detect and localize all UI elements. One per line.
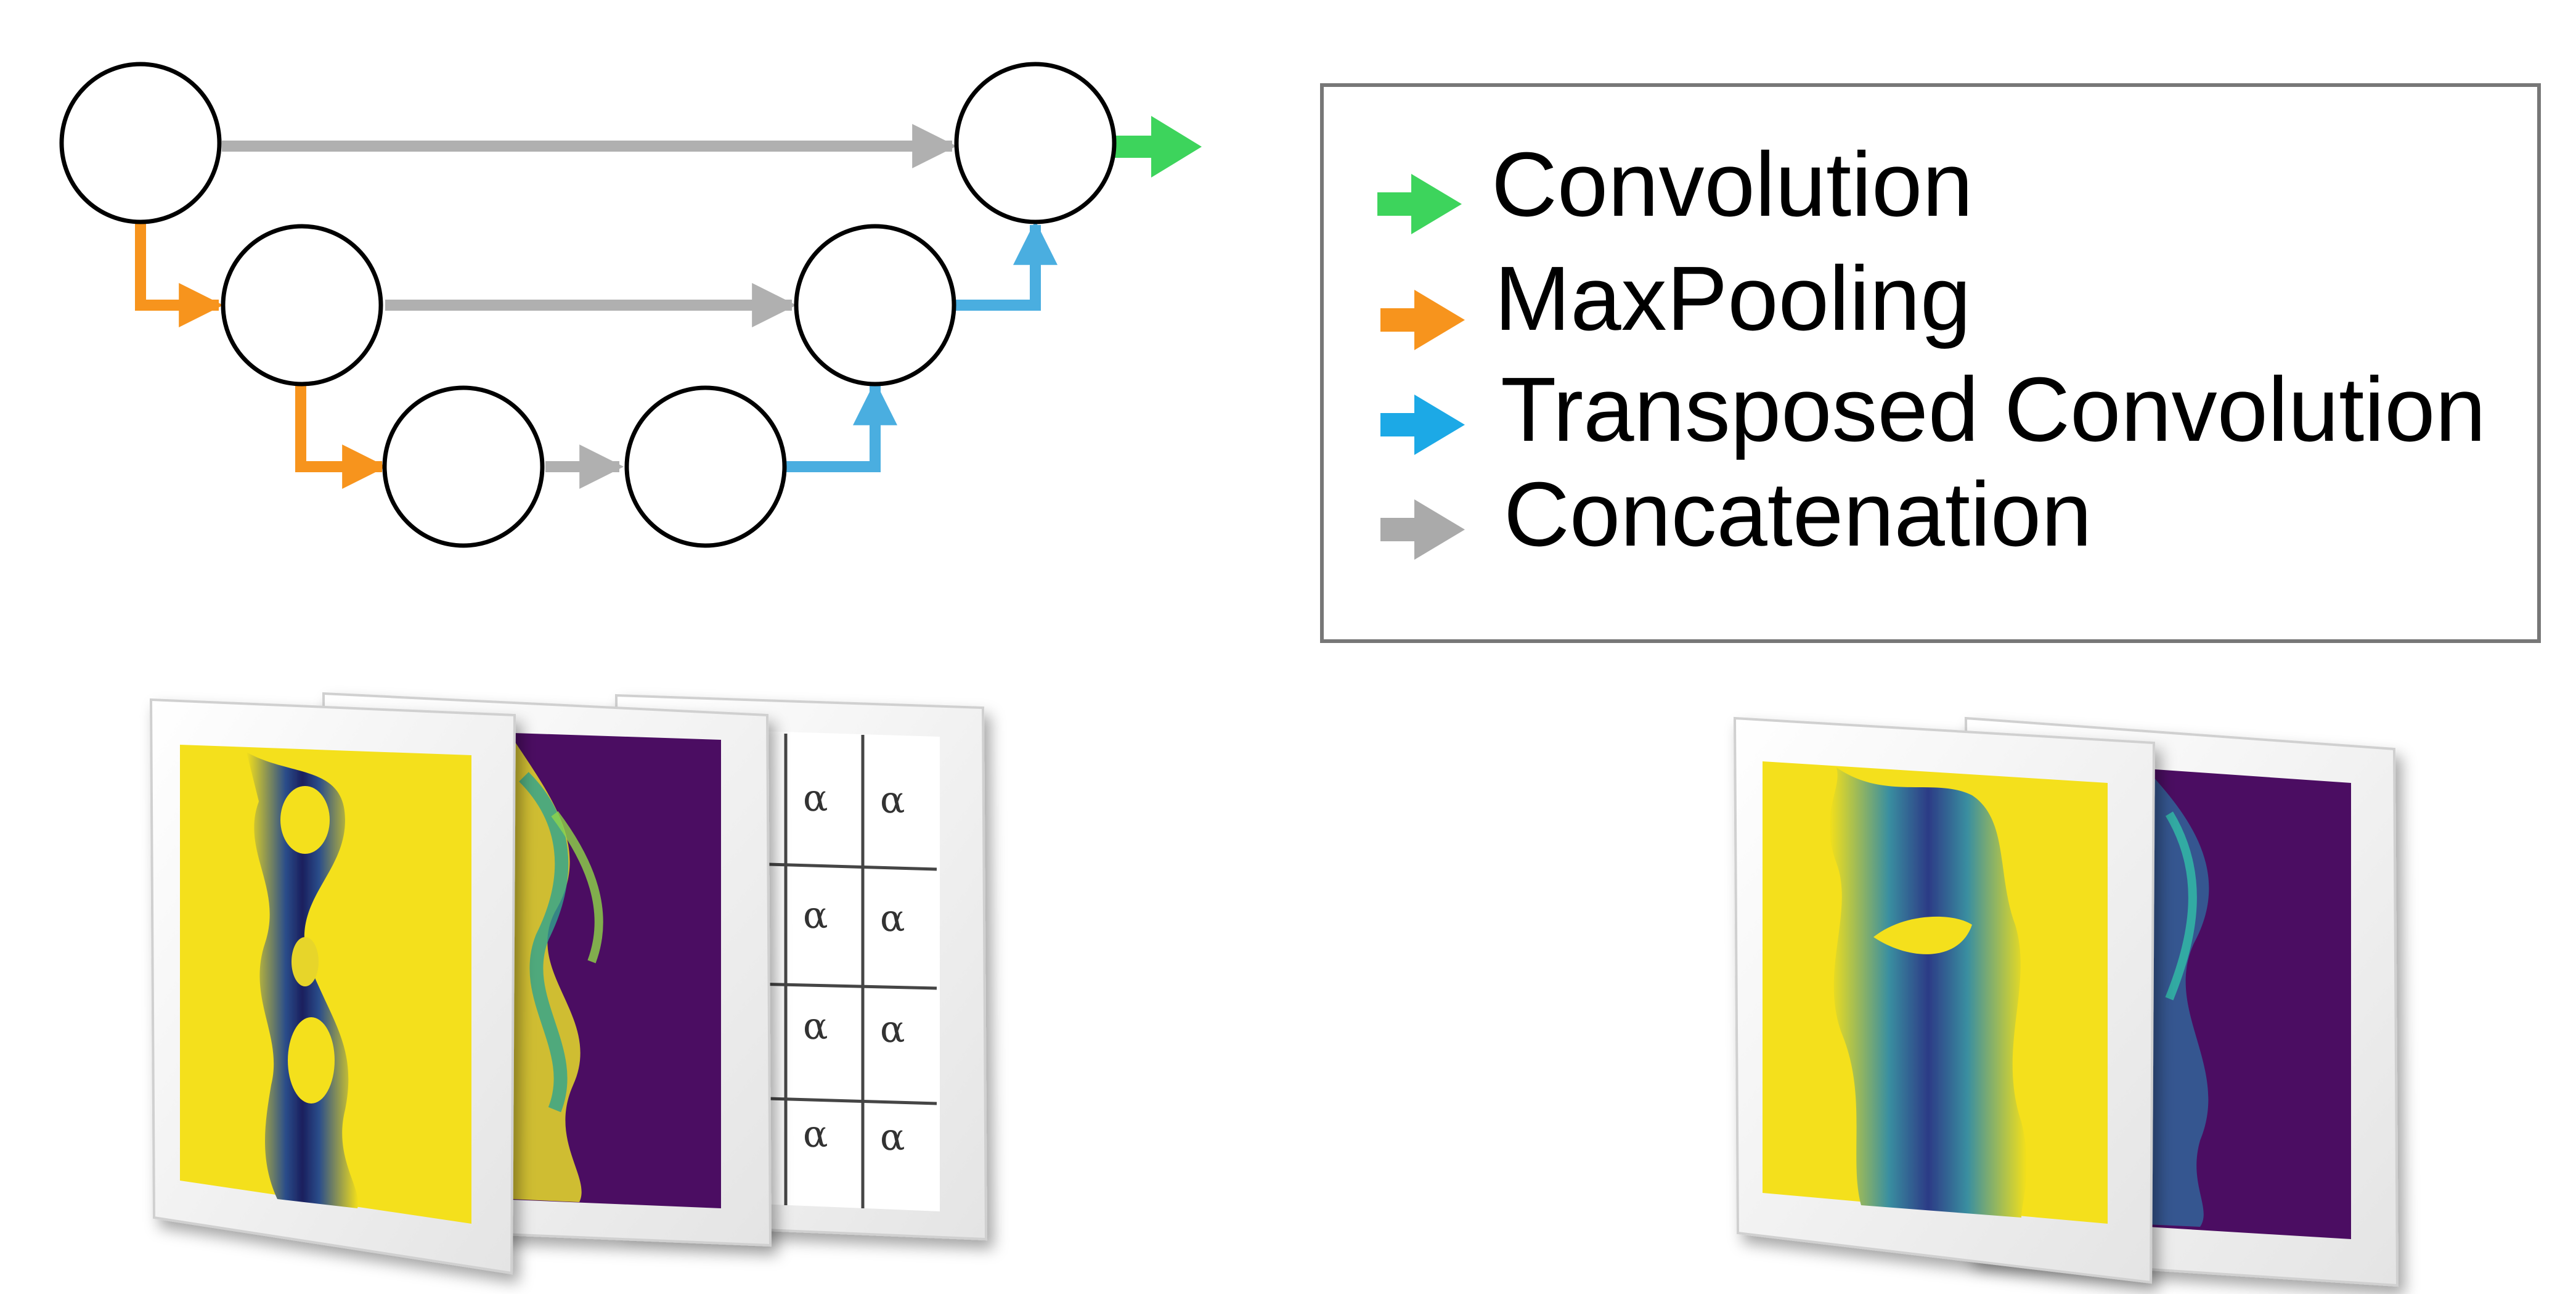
legend-item-concatenation: Concatenation: [1380, 464, 2092, 565]
alpha-cell-3a: α: [803, 1005, 828, 1048]
decoder-node-1: [954, 62, 1117, 224]
maxpool-arrow-1: [135, 222, 224, 327]
legend-item-maxpooling: MaxPooling: [1380, 248, 1971, 350]
output-stack: [1733, 716, 2399, 1287]
transposed-arrow-1: [786, 380, 897, 472]
transposed-arrow-2: [955, 220, 1058, 311]
maxpool-arrow-2: [295, 385, 387, 489]
alpha-cell-4a: α: [803, 1113, 828, 1156]
alpha-cell-4b: α: [880, 1116, 905, 1159]
encoder-node-2: [221, 224, 383, 387]
blue-arrow-icon: [1380, 395, 1465, 455]
bottleneck-node-1: [382, 385, 545, 548]
legend-label-maxpooling: MaxPooling: [1494, 248, 1971, 350]
encoder-node-1: [59, 62, 222, 224]
legend-box: [1320, 83, 2541, 643]
legend-label-convolution: Convolution: [1491, 134, 1973, 235]
alpha-cell-1b: α: [880, 779, 905, 822]
decoder-node-2: [794, 224, 956, 387]
legend: Convolution MaxPooling Transposed Convol…: [1320, 83, 2541, 643]
input-stack: α α α α α α α α: [149, 692, 988, 1275]
input-card-yellow-field: [149, 698, 516, 1275]
legend-item-convolution: Convolution: [1377, 134, 1973, 235]
gray-arrow-icon: [1380, 499, 1465, 560]
green-arrow-icon: [1377, 174, 1462, 234]
legend-label-concatenation: Concatenation: [1504, 464, 2092, 565]
alpha-cell-1a: α: [803, 777, 828, 820]
alpha-cell-3b: α: [880, 1008, 905, 1051]
output-card-yellow-field: [1733, 716, 2156, 1284]
alpha-cell-2a: α: [803, 894, 828, 937]
legend-label-transposed-convolution: Transposed Convolution: [1501, 359, 2486, 461]
alpha-cell-2b: α: [880, 897, 905, 940]
bottleneck-node-2: [624, 385, 787, 548]
legend-item-transposed-convolution: Transposed Convolution: [1380, 359, 2486, 461]
convolution-output-arrow: [1112, 116, 1202, 178]
orange-arrow-icon: [1380, 290, 1465, 350]
